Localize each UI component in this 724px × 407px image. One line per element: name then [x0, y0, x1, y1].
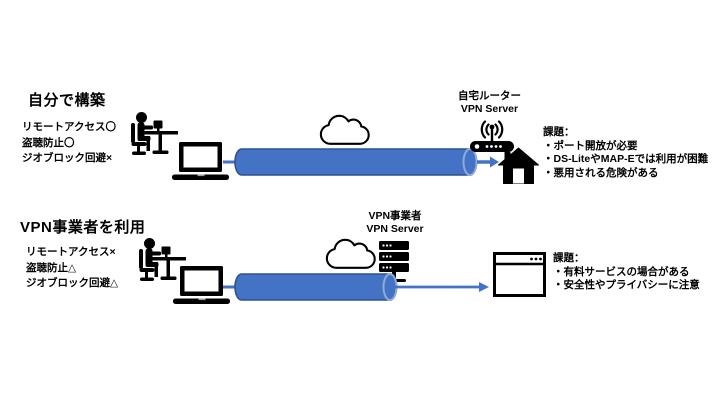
endpoint-label-line2: VPN Server: [460, 103, 519, 115]
endpoint-label-vpn-provider: VPN事業者 VPN Server: [347, 210, 443, 236]
endpoint-label-line1: 自宅ルーター: [458, 90, 521, 102]
laptop-icon: [173, 266, 230, 304]
wifi-router-icon: [470, 120, 514, 152]
arrow-icon: [477, 156, 499, 168]
vpn-tunnel-provider: [223, 273, 398, 301]
self-hosted-feature-list: リモートアクセス〇 盗聴防止〇 ジオブロック回避×: [22, 120, 116, 167]
section-title-self-hosted: 自分で構築: [28, 92, 106, 109]
feature-eavesdrop-protection: 盗聴防止〇: [22, 136, 75, 149]
person-at-desk-icon: [139, 238, 186, 281]
feature-geoblock-bypass: ジオブロック回避×: [22, 152, 113, 164]
feature-remote-access: リモートアクセス×: [26, 246, 116, 258]
cloud-icon: [325, 238, 376, 269]
server-rack-icon: [379, 241, 409, 282]
issue-item: ・有料サービスの場合がある: [553, 265, 690, 278]
arrow-icon: [395, 282, 489, 292]
laptop-icon: [172, 142, 229, 180]
issues-provider: 課題： ・有料サービスの場合がある ・安全性やプライバシーに注意: [553, 252, 700, 293]
cloud-icon: [319, 114, 370, 145]
section-title-provider: VPN事業者を利用: [20, 219, 146, 236]
house-icon: [498, 147, 539, 184]
issue-item: ・悪用される危険がある: [543, 166, 659, 179]
provider-feature-list: リモートアクセス× 盗聴防止△ ジオブロック回避△: [26, 245, 118, 292]
issue-item: ・DS-LiteやMAP-Eでは利用が困難: [543, 153, 709, 165]
person-at-desk-icon: [131, 112, 178, 155]
feature-geoblock-bypass: ジオブロック回避△: [26, 277, 119, 289]
vpn-tunnel-self-hosted: [223, 148, 478, 176]
browser-window-icon: [493, 252, 546, 297]
issues-title: 課題：: [543, 126, 575, 138]
endpoint-label-home-router: 自宅ルーター VPN Server: [442, 90, 537, 116]
issue-item: ・安全性やプライバシーに注意: [553, 279, 700, 291]
feature-remote-access: リモートアクセス〇: [22, 121, 116, 133]
issue-item: ・ポート開放が必要: [543, 139, 638, 152]
issues-self-hosted: 課題： ・ポート開放が必要 ・DS-LiteやMAP-Eでは利用が困難 ・悪用さ…: [543, 126, 708, 180]
feature-eavesdrop-protection: 盗聴防止△: [26, 261, 77, 274]
issues-title: 課題：: [553, 252, 585, 264]
endpoint-label-line1: VPN事業者: [368, 210, 422, 222]
endpoint-label-line2: VPN Server: [366, 223, 424, 235]
